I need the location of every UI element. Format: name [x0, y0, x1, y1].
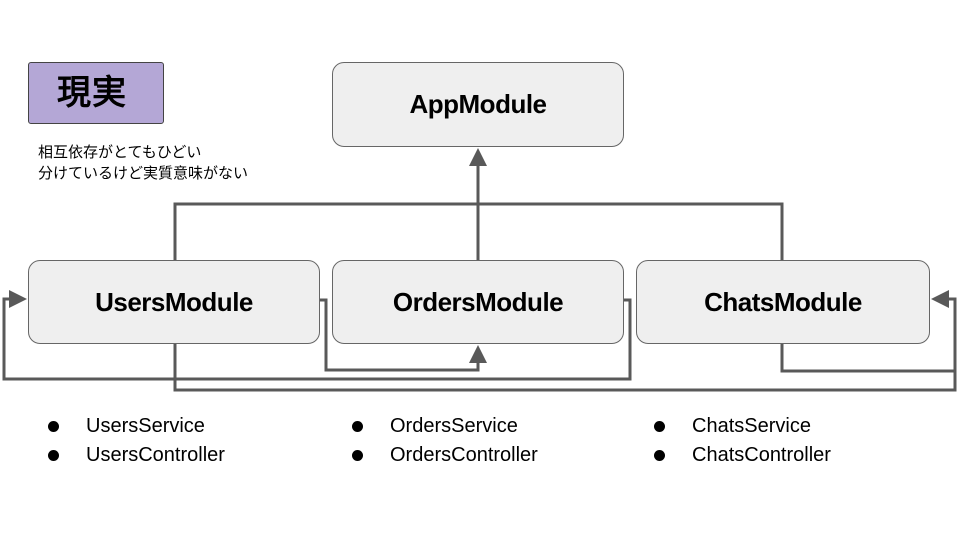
orders-module-box: OrdersModule	[332, 260, 624, 344]
connector-users-to-orders	[320, 298, 487, 372]
users-module-box: UsersModule	[28, 260, 320, 344]
chats-module-label: ChatsModule	[704, 286, 862, 317]
note-line: 相互依存がとてもひどい	[38, 143, 202, 161]
list-item: ChatsController	[654, 441, 831, 470]
note-line: 分けているけど実質意味がない	[38, 164, 249, 182]
list-item: ChatsService	[654, 412, 831, 441]
chats-module-box: ChatsModule	[636, 260, 930, 344]
reality-tag-label: 現実	[57, 73, 127, 113]
connector-users-to-chats	[173, 290, 957, 392]
app-module-label: AppModule	[409, 89, 547, 119]
list-item: OrdersService	[352, 412, 538, 441]
orders-module-label: OrdersModule	[392, 286, 564, 317]
connector-chats-down	[780, 344, 955, 373]
chats-module-items: ChatsService ChatsController	[654, 412, 831, 470]
orders-module-items: OrdersService OrdersController	[352, 412, 538, 470]
app-module-box: AppModule	[332, 62, 624, 147]
note-text: 相互依存がとてもひどい 分けているけど実質意味がない	[38, 142, 248, 184]
users-module-items: UsersService UsersController	[48, 412, 225, 470]
list-item: UsersService	[48, 412, 225, 441]
users-module-label: UsersModule	[95, 286, 253, 317]
connector-orders-to-users	[2, 290, 632, 381]
reality-tag: 現実	[28, 62, 164, 124]
list-item: UsersController	[48, 441, 225, 470]
list-item: OrdersController	[352, 441, 538, 470]
